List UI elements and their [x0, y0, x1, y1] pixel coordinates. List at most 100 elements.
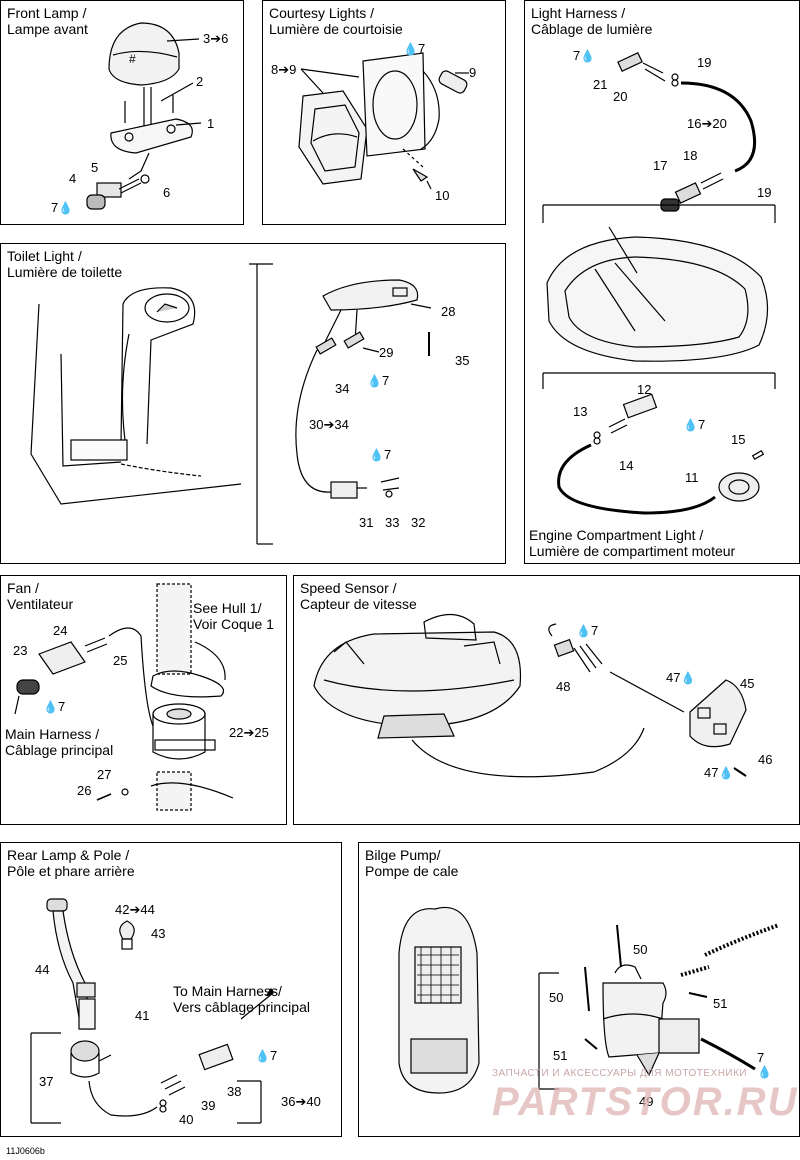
callout-7: 7💧	[51, 200, 74, 216]
fan-illustration	[14, 583, 234, 811]
callout-46: 46	[758, 752, 773, 767]
panel-title: Toilet Light / Lumière de toilette	[7, 248, 123, 280]
light-harness-illustration	[542, 52, 776, 515]
callout-44: 44	[35, 962, 50, 977]
panel-title: Speed Sensor / Capteur de vitesse	[300, 580, 417, 612]
callout-34: 34	[335, 381, 350, 396]
callout-30-34: 30➔34	[309, 417, 349, 432]
callout-15: 15	[731, 432, 746, 447]
panel-toilet-light: Toilet Light / Lumière de toilette	[0, 243, 506, 564]
panel-title: Fan / Ventilateur	[7, 580, 74, 612]
callout-22-25: 22➔25	[229, 725, 269, 740]
callout-50b: 50	[549, 990, 564, 1005]
callout-10: 10	[435, 188, 450, 203]
callout-32: 32	[411, 515, 426, 530]
callout-23: 23	[13, 643, 28, 658]
callout-27: 27	[97, 767, 112, 782]
svg-text:#: #	[129, 52, 136, 66]
callout-12: 12	[637, 382, 652, 397]
callout-36-40: 36➔40	[281, 1094, 321, 1109]
panel-title: Light Harness / Câblage de lumière	[531, 5, 653, 37]
callout-6: 6	[163, 185, 171, 200]
callout-33: 33	[385, 515, 400, 530]
panel-courtesy-lights: Courtesy Lights / Lumière de courtoisie …	[262, 0, 506, 225]
callout-25: 25	[113, 653, 128, 668]
callout-2: 2	[196, 74, 204, 89]
lubricant-drop-icon: 💧	[580, 49, 596, 63]
panel-bilge-pump: Bilge Pump/ Pompe de cale 50 50 51 51 7💧	[358, 842, 800, 1137]
callout-47b: 47💧	[704, 765, 734, 781]
callout-31: 31	[359, 515, 374, 530]
watermark-logo: PARTSTOR.RU	[492, 1080, 799, 1124]
panel-title: Courtesy Lights / Lumière de courtoisie	[269, 5, 403, 37]
callout-28: 28	[441, 304, 456, 319]
figure-code: 11J0606b	[6, 1146, 45, 1156]
callout-49: 49	[639, 1094, 654, 1109]
callout-29: 29	[379, 345, 394, 360]
lubricant-drop-icon: 💧	[369, 448, 384, 462]
lubricant-drop-icon: 💧	[58, 201, 74, 215]
callout-7: 💧7	[403, 41, 426, 57]
speed-sensor-illustration	[313, 613, 747, 778]
callout-17: 17	[653, 158, 668, 173]
see-hull-note: See Hull 1/ Voir Coque 1	[193, 600, 274, 632]
callout-24: 24	[53, 623, 68, 638]
lubricant-drop-icon: 💧	[43, 700, 58, 714]
lubricant-drop-icon: 💧	[718, 766, 734, 780]
watermark-tagline: ЗАПЧАСТИ И АКСЕССУАРЫ ДЛЯ МОТОТЕХНИКИ	[492, 1068, 748, 1079]
callout-18: 18	[683, 148, 698, 163]
engine-compartment-title: Engine Compartment Light / Lumière de co…	[529, 527, 736, 559]
lubricant-drop-icon: 💧	[680, 671, 696, 685]
callout-20: 20	[613, 89, 628, 104]
panel-front-lamp: Front Lamp / Lampe avant # 3➔6 2 1 5 4 6…	[0, 0, 244, 225]
panel-title: Bilge Pump/ Pompe de cale	[365, 847, 459, 879]
callout-41: 41	[135, 1008, 150, 1023]
lubricant-drop-icon: 💧	[576, 624, 591, 638]
callout-19: 19	[697, 55, 712, 70]
callout-7: 7💧	[757, 1050, 772, 1080]
callout-38: 38	[227, 1084, 242, 1099]
lubricant-drop-icon: 💧	[403, 42, 418, 56]
callout-9: 9	[469, 65, 477, 80]
watermark: ЗАПЧАСТИ И АКСЕССУАРЫ ДЛЯ МОТОТЕХНИКИ PA…	[492, 1068, 796, 1128]
callout-4: 4	[69, 171, 77, 186]
callout-3-6: 3➔6	[203, 31, 229, 46]
lubricant-drop-icon: 💧	[757, 1065, 772, 1079]
to-main-harness-note: To Main Harness/ Vers câblage principal	[173, 983, 310, 1015]
callout-7: 💧7	[369, 447, 392, 463]
callout-7: 💧7	[43, 699, 66, 715]
lubricant-drop-icon: 💧	[367, 374, 382, 388]
callout-45: 45	[740, 676, 755, 691]
callout-5: 5	[91, 160, 99, 175]
callout-1: 1	[207, 116, 215, 131]
callout-37: 37	[39, 1074, 54, 1089]
lubricant-drop-icon: 💧	[255, 1049, 270, 1063]
rear-lamp-illustration	[30, 898, 274, 1124]
callout-7: 💧7	[367, 373, 390, 389]
callout-7: 💧7	[576, 623, 599, 639]
callout-13: 13	[573, 404, 588, 419]
callout-35: 35	[455, 353, 470, 368]
callout-11: 11	[685, 470, 699, 485]
callout-50: 50	[633, 942, 648, 957]
callout-16-20: 16➔20	[687, 116, 727, 131]
bilge-pump-illustration	[398, 906, 780, 1094]
callout-51: 51	[713, 996, 728, 1011]
callout-51b: 51	[553, 1048, 568, 1063]
callout-26: 26	[77, 783, 92, 798]
callout-48: 48	[556, 679, 571, 694]
panel-title: Rear Lamp & Pole / Pôle et phare arrière	[7, 847, 135, 879]
callout-7: 7💧	[573, 48, 596, 64]
callout-43: 43	[151, 926, 166, 941]
callout-14: 14	[619, 458, 634, 473]
courtesy-lights-illustration	[298, 52, 469, 190]
callout-40: 40	[179, 1112, 194, 1127]
lubricant-drop-icon: 💧	[683, 418, 698, 432]
main-harness-note: Main Harness / Câblage principal	[5, 726, 114, 758]
panel-fan: Fan / Ventilateur See Hull 1/ Voir Coque…	[0, 575, 287, 825]
callout-7: 💧7	[683, 417, 706, 433]
callout-42-44: 42➔44	[115, 902, 155, 917]
callout-7: 💧7	[255, 1048, 278, 1064]
panel-light-harness: Light Harness / Câblage de lumière	[524, 0, 800, 564]
panel-rear-lamp: Rear Lamp & Pole / Pôle et phare arrière…	[0, 842, 342, 1137]
